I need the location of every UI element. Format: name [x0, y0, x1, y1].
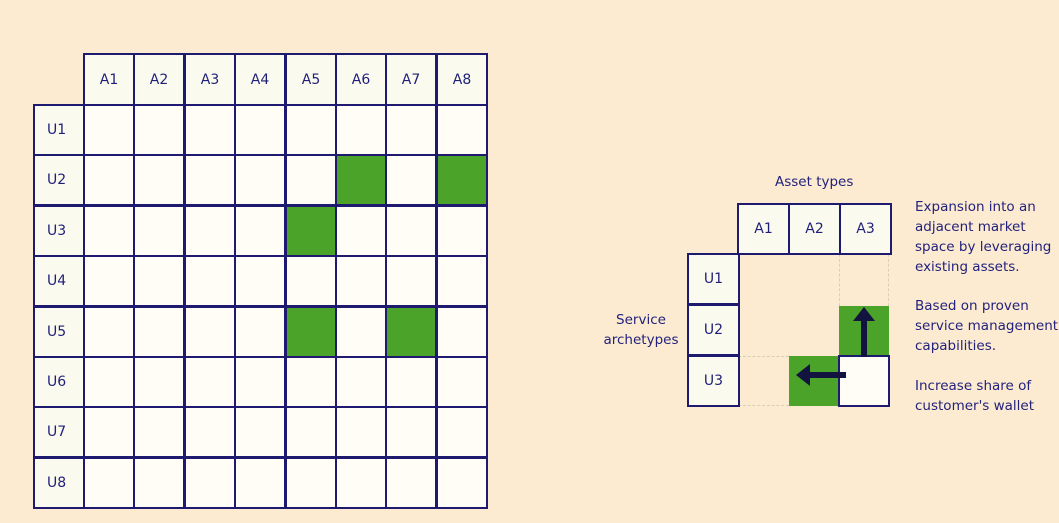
- dashed-guide: [738, 356, 789, 357]
- matrix-cell: [436, 356, 488, 408]
- matrix-cell: [83, 457, 135, 509]
- column-header-a4: A4: [234, 53, 286, 106]
- matrix-cell: [385, 154, 437, 206]
- matrix-cell: [335, 406, 387, 458]
- row-header-u8: U8: [33, 457, 86, 509]
- matrix-cell: [436, 104, 488, 156]
- row-header-u3: U3: [33, 205, 86, 257]
- matrix-cell: [285, 406, 337, 458]
- arrow-up-icon: [853, 307, 875, 357]
- row-header-u5: U5: [33, 306, 86, 358]
- matrix-cell: [83, 406, 135, 458]
- highlighted-cell: [285, 306, 337, 358]
- dashed-guide: [839, 254, 840, 306]
- matrix-cell: [83, 356, 135, 408]
- matrix-cell: [234, 356, 286, 408]
- matrix-cell: [385, 406, 437, 458]
- matrix-cell: [234, 406, 286, 458]
- highlighted-cell: [436, 154, 488, 206]
- matrix-cell: [234, 205, 286, 257]
- matrix-cell: [133, 406, 185, 458]
- legend-row-u1: U1: [687, 253, 740, 305]
- column-header-a5: A5: [285, 53, 337, 106]
- matrix-cell: [385, 356, 437, 408]
- row-header-u4: U4: [33, 255, 86, 307]
- row-header-u7: U7: [33, 406, 86, 458]
- dashed-guide: [888, 254, 889, 306]
- matrix-cell: [335, 457, 387, 509]
- note-customer-wallet: Increase share of customer's wallet: [915, 378, 1035, 414]
- matrix-cell: [184, 104, 236, 156]
- matrix-cell: [436, 406, 488, 458]
- matrix-cell: [335, 104, 387, 156]
- matrix-cell: [184, 154, 236, 206]
- matrix-cell: [335, 255, 387, 307]
- note-service-capabilities: Based on proven service management capab…: [915, 298, 1059, 354]
- matrix-cell: [385, 104, 437, 156]
- matrix-cell: [285, 457, 337, 509]
- matrix-cell: [184, 255, 236, 307]
- matrix-cell: [133, 255, 185, 307]
- matrix-cell: [234, 154, 286, 206]
- matrix-cell: [133, 356, 185, 408]
- matrix-cell: [184, 406, 236, 458]
- column-header-a7: A7: [385, 53, 437, 106]
- service-archetypes-title: Service archetypes: [603, 312, 679, 348]
- column-header-a2: A2: [133, 53, 185, 106]
- matrix-cell: [285, 356, 337, 408]
- matrix-cell: [335, 306, 387, 358]
- note-adjacent-market: Expansion into an adjacent market space …: [915, 199, 1052, 275]
- current-position-cell: [838, 355, 890, 407]
- legend-column-a2: A2: [788, 203, 841, 255]
- matrix-cell: [436, 255, 488, 307]
- highlighted-cell: [335, 154, 387, 206]
- matrix-cell: [234, 104, 286, 156]
- matrix-cell: [385, 255, 437, 307]
- matrix-cell: [83, 306, 135, 358]
- matrix-cell: [184, 356, 236, 408]
- matrix-cell: [436, 306, 488, 358]
- column-header-a1: A1: [83, 53, 135, 106]
- matrix-cell: [234, 457, 286, 509]
- column-header-a8: A8: [436, 53, 488, 106]
- column-header-a3: A3: [184, 53, 236, 106]
- matrix-cell: [83, 104, 135, 156]
- matrix-cell: [83, 255, 135, 307]
- matrix-cell: [184, 457, 236, 509]
- column-header-a6: A6: [335, 53, 387, 106]
- row-header-u1: U1: [33, 104, 86, 156]
- matrix-cell: [83, 154, 135, 206]
- matrix-cell: [133, 154, 185, 206]
- matrix-cell: [285, 104, 337, 156]
- matrix-cell: [83, 205, 135, 257]
- matrix-cell: [285, 255, 337, 307]
- legend-column-a3: A3: [839, 203, 892, 255]
- asset-types-title: Asset types: [775, 174, 854, 190]
- arrow-left-icon: [796, 364, 846, 386]
- matrix-cell: [234, 306, 286, 358]
- row-header-u2: U2: [33, 154, 86, 206]
- matrix-cell: [335, 356, 387, 408]
- matrix-cell: [184, 205, 236, 257]
- matrix-cell: [385, 457, 437, 509]
- highlighted-cell-left: [789, 356, 840, 406]
- legend-row-u3: U3: [687, 355, 740, 407]
- matrix-cell: [385, 205, 437, 257]
- matrix-cell: [133, 457, 185, 509]
- matrix-cell: [184, 306, 236, 358]
- matrix-cell: [285, 154, 337, 206]
- legend-row-u2: U2: [687, 304, 740, 356]
- highlighted-cell: [285, 205, 337, 257]
- matrix-cell: [133, 104, 185, 156]
- highlighted-cell: [385, 306, 437, 358]
- legend-column-a1: A1: [737, 203, 790, 255]
- matrix-cell: [436, 205, 488, 257]
- row-header-u6: U6: [33, 356, 86, 408]
- matrix-cell: [133, 205, 185, 257]
- matrix-cell: [436, 457, 488, 509]
- matrix-cell: [234, 255, 286, 307]
- matrix-cell: [133, 306, 185, 358]
- matrix-cell: [335, 205, 387, 257]
- dashed-guide: [738, 405, 789, 406]
